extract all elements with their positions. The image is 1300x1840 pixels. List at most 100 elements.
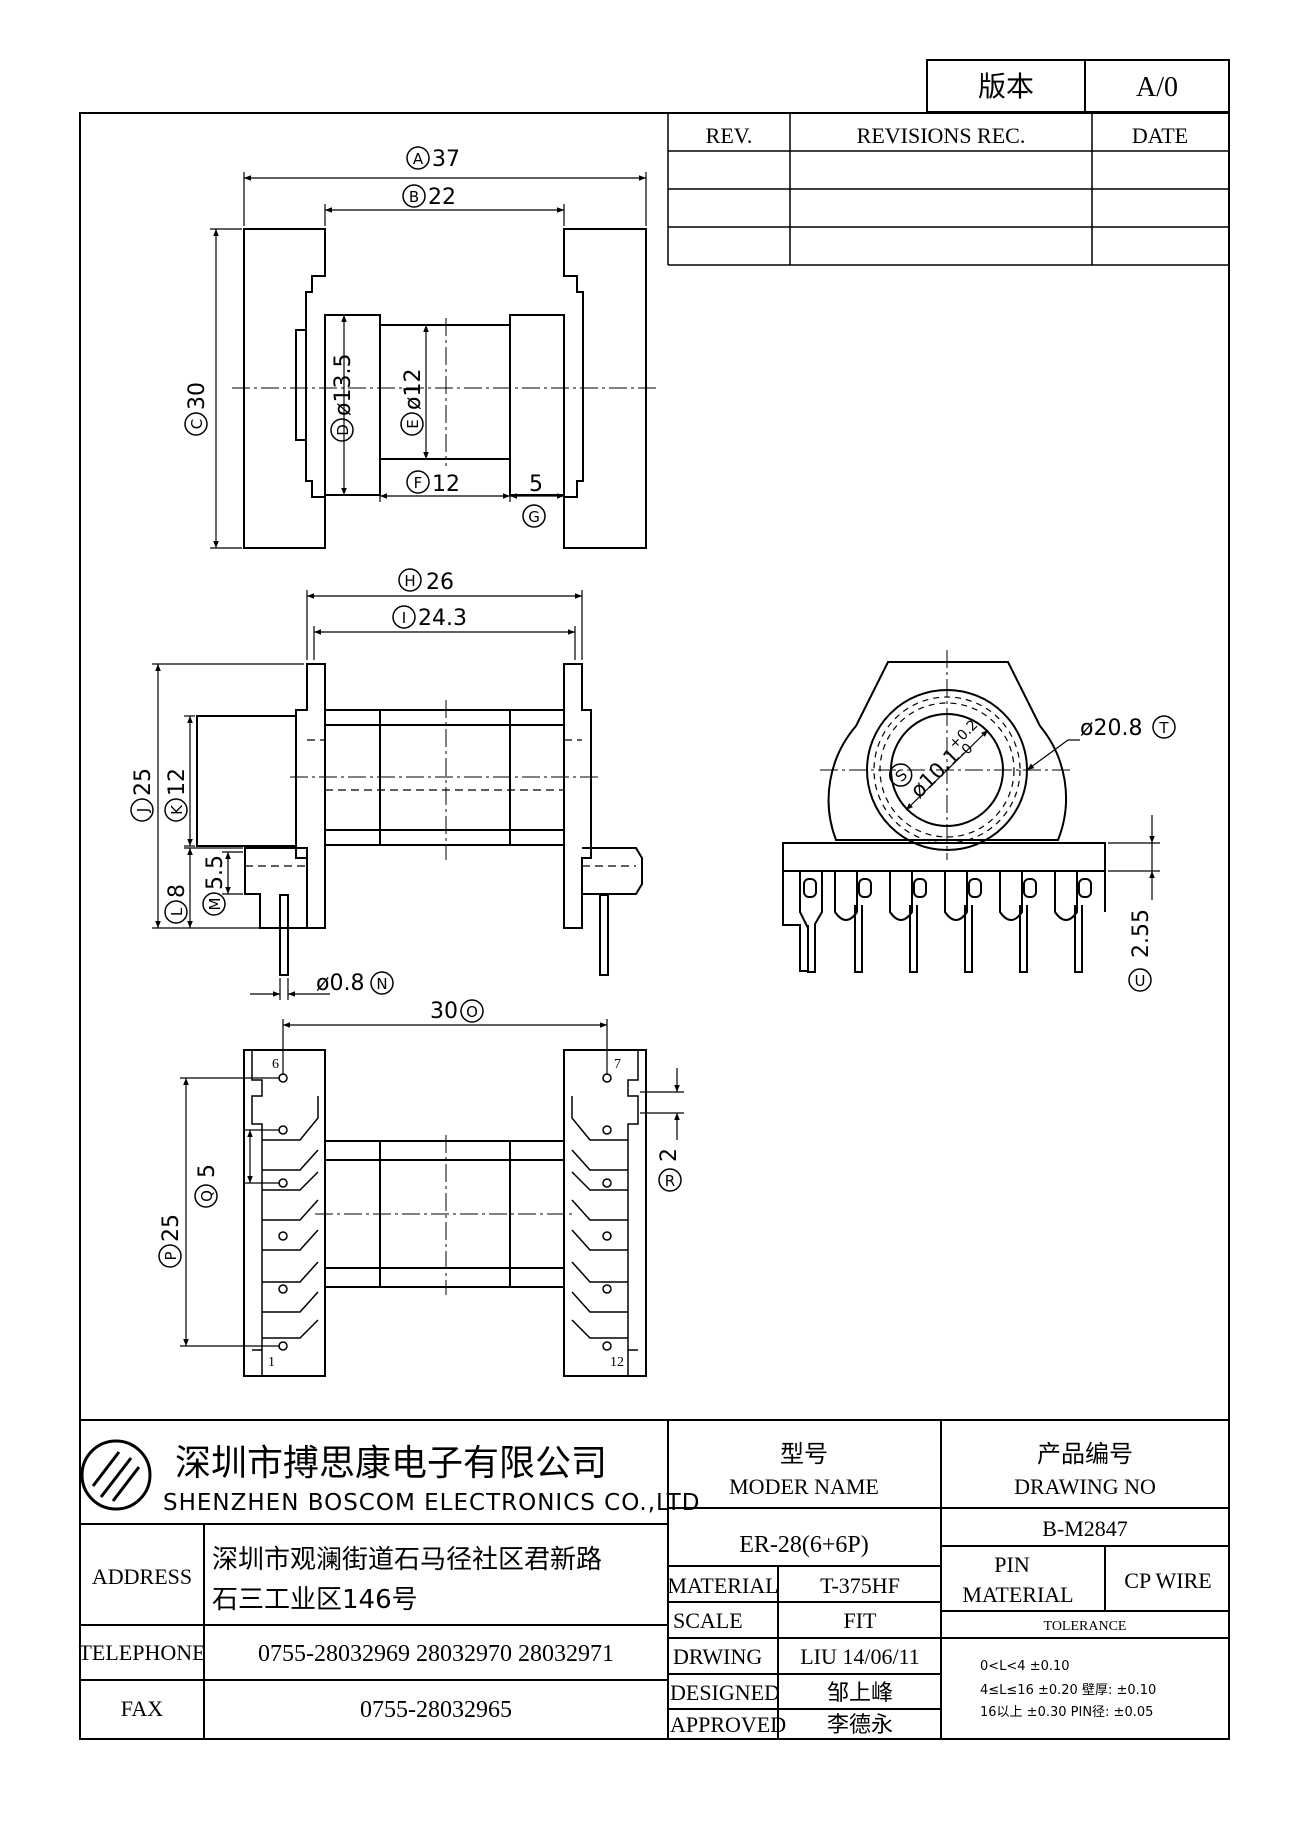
designed-label: DESIGNED xyxy=(670,1680,780,1705)
company-name-en: SHENZHEN BOSCOM ELECTRONICS CO.,LTD xyxy=(163,1490,700,1516)
pin-6-label: 6 xyxy=(272,1057,279,1072)
tolerance-line-1: 0<L<4 ±0.10 xyxy=(980,1659,1070,1674)
dim-O-value: 30 xyxy=(430,999,458,1024)
dim-G-marker xyxy=(522,504,546,528)
revisions-table xyxy=(667,113,1229,266)
version-box xyxy=(926,59,1230,113)
dim-R-value: 2 xyxy=(657,1148,682,1162)
dim-J: J 25 xyxy=(130,768,156,822)
dim-B-value: 22 xyxy=(428,185,456,210)
dim-C-value: 30 xyxy=(185,382,210,410)
pin-material-label-1: PIN xyxy=(994,1552,1030,1577)
drawing-label: DRWING xyxy=(673,1644,762,1669)
drawing-value: LIU 14/06/11 xyxy=(800,1644,920,1669)
bottom-view xyxy=(243,1049,647,1377)
dim-I: I 24.3 xyxy=(392,605,467,631)
dim-D-value: ø13.5 xyxy=(331,354,356,416)
telephone-label: TELEPHONE xyxy=(78,1640,205,1665)
drawing-no-label-cn: 产品编号 xyxy=(1037,1440,1133,1468)
dim-G: G xyxy=(522,504,546,528)
bottom-view-pin-holes xyxy=(278,1073,612,1351)
dim-P-value: 25 xyxy=(159,1214,184,1242)
top-view-dimension-lines xyxy=(210,172,647,549)
bottom-view-left-tabs xyxy=(251,1050,319,1376)
dim-L-value: 8 xyxy=(165,884,190,898)
address-line-2: 石三工业区146号 xyxy=(212,1585,418,1615)
dim-H: H 26 xyxy=(398,568,454,595)
dim-S-marker xyxy=(888,763,913,787)
side-view-centerlines xyxy=(290,700,600,860)
dim-I-letter: I xyxy=(402,609,406,627)
dim-B: B 22 xyxy=(402,184,456,210)
drawing-no-value: B-M2847 xyxy=(1042,1516,1128,1541)
dim-K-marker xyxy=(164,798,188,822)
side-view-dimension-lines xyxy=(152,590,583,1000)
dim-U-marker xyxy=(1128,968,1152,992)
dim-Q-letter: Q xyxy=(198,1190,216,1202)
dim-O: 30 O xyxy=(430,999,484,1024)
dim-F: F 12 xyxy=(406,470,460,497)
company-name-cn: 深圳市搏思康电子有限公司 xyxy=(175,1443,607,1484)
dim-K: K 12 xyxy=(164,768,190,822)
dim-P: P 25 xyxy=(158,1214,184,1268)
dim-E-letter: E xyxy=(404,419,422,428)
dim-G-value: 5 xyxy=(529,472,543,497)
dim-A-marker xyxy=(406,146,430,170)
dim-M: M 5.5 xyxy=(202,855,228,916)
top-view xyxy=(243,228,647,549)
bottom-view-centerlines xyxy=(315,1135,575,1295)
dim-N-value: ø0.8 xyxy=(316,971,364,996)
dim-B-marker xyxy=(402,184,426,208)
dim-U: 2.55 U xyxy=(1128,909,1154,992)
dim-Q-marker xyxy=(194,1184,218,1208)
rev-header: REV. xyxy=(706,123,753,148)
dim-E: E ø12 xyxy=(400,369,426,436)
dim-U-letter: U xyxy=(1135,972,1146,990)
side-view-hidden-lines xyxy=(245,739,636,867)
dim-S: S ø10.1 +0.2 -0 xyxy=(888,717,981,803)
dim-G-letter: G xyxy=(528,508,540,526)
designed-value: 邹上峰 xyxy=(827,1681,893,1706)
dim-L-marker xyxy=(164,900,188,924)
dim-J-letter: J xyxy=(134,808,152,813)
dim-C: C 30 xyxy=(184,382,210,436)
fax-value: 0755-28032965 xyxy=(360,1697,512,1723)
pin-12-label: 12 xyxy=(610,1355,624,1370)
address-line-1: 深圳市观澜街道石马径社区君新路 xyxy=(212,1545,602,1575)
dim-K-value: 12 xyxy=(165,768,190,796)
drawing-border xyxy=(79,112,1230,1740)
dim-Q-value: 5 xyxy=(195,1164,220,1178)
dim-T: ø20.8 T xyxy=(1080,715,1176,741)
company-logo xyxy=(80,1439,152,1511)
tolerance-line-2: 4≤L≤16 ±0.20 壁厚: ±0.10 xyxy=(980,1683,1156,1698)
dim-P-letter: P xyxy=(162,1251,180,1260)
approved-value: 李德永 xyxy=(827,1713,893,1738)
dim-E-marker xyxy=(400,412,424,436)
version-label: 版本 xyxy=(978,71,1034,103)
end-view xyxy=(782,661,1106,972)
version-value: A/0 xyxy=(1136,72,1178,103)
scale-label: SCALE xyxy=(673,1608,743,1633)
end-view-pins xyxy=(799,870,1106,973)
dim-F-marker xyxy=(406,470,430,494)
pin-material-label-2: MATERIAL xyxy=(962,1582,1073,1607)
dim-F-value: 12 xyxy=(432,472,460,497)
top-view-centerlines xyxy=(232,318,660,466)
dim-T-value: ø20.8 xyxy=(1080,716,1142,741)
dim-A-letter: A xyxy=(413,150,424,168)
scale-value: FIT xyxy=(844,1608,878,1633)
dim-N: ø0.8 N xyxy=(316,971,394,996)
dim-A: A 37 xyxy=(406,146,460,172)
address-label: ADDRESS xyxy=(92,1564,192,1589)
dim-L: L 8 xyxy=(164,884,190,924)
dim-U-value: 2.55 xyxy=(1129,909,1154,958)
model-label-en: MODER NAME xyxy=(729,1474,879,1499)
dim-H-letter: H xyxy=(404,572,415,590)
dim-Q: Q 5 xyxy=(194,1164,220,1208)
material-label: MATERIAL xyxy=(667,1573,778,1598)
bottom-view-right-tabs xyxy=(571,1050,639,1376)
date-header: DATE xyxy=(1132,123,1188,148)
bottom-view-dimension-lines xyxy=(180,1019,684,1347)
approved-label: APPROVED xyxy=(670,1712,786,1737)
dim-J-value: 25 xyxy=(131,768,156,796)
